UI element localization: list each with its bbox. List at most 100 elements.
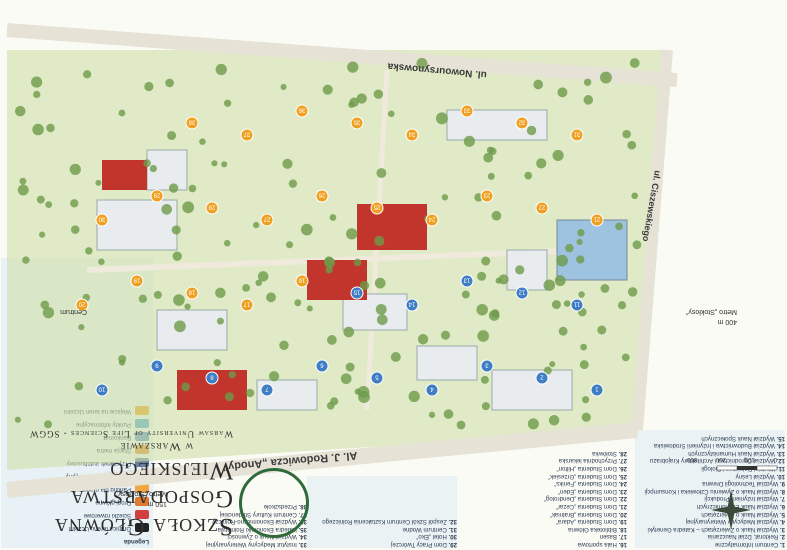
tree — [255, 279, 262, 287]
tree — [557, 87, 568, 98]
building-marker[interactable]: 3 — [480, 359, 494, 373]
tree — [490, 309, 500, 318]
building-marker[interactable]: 26 — [315, 189, 329, 203]
building-marker-number: 32 — [518, 119, 525, 125]
building-marker[interactable]: 24 — [425, 213, 439, 227]
tree — [376, 168, 387, 178]
tree — [306, 305, 313, 312]
building-marker-number: 14 — [408, 301, 415, 307]
tree — [171, 225, 181, 235]
building-marker[interactable]: 2 — [535, 371, 549, 385]
tree — [346, 228, 358, 240]
tree — [143, 159, 151, 167]
building-marker-number: 35 — [353, 119, 360, 125]
building-marker[interactable]: 12 — [515, 286, 529, 300]
building-marker-number: 10 — [98, 386, 105, 392]
building-marker[interactable]: 14 — [405, 298, 419, 312]
building-marker[interactable]: 37 — [240, 128, 254, 142]
building-marker-number: 23 — [483, 192, 490, 198]
building-marker[interactable]: 36 — [295, 104, 309, 118]
tree — [435, 112, 448, 125]
building-marker[interactable]: 32 — [515, 116, 529, 130]
building-marker[interactable]: 25 — [370, 201, 384, 215]
tree — [348, 101, 355, 109]
scale-tick-label: 300 — [687, 456, 698, 462]
building-marker[interactable]: 9 — [150, 359, 164, 373]
tree — [491, 210, 502, 221]
tree — [374, 235, 385, 246]
tree — [476, 303, 488, 316]
tree — [42, 307, 55, 319]
tree — [33, 90, 41, 99]
building-marker[interactable]: 28 — [205, 201, 219, 215]
building-marker[interactable]: 15 — [350, 286, 364, 300]
building — [491, 369, 573, 411]
tree — [173, 294, 185, 306]
building-marker-number: 3 — [485, 362, 489, 368]
tree — [481, 256, 491, 266]
tree — [632, 240, 642, 250]
tree — [600, 71, 612, 84]
tree — [223, 239, 231, 247]
tree — [551, 300, 561, 310]
tree — [14, 105, 26, 117]
tree — [576, 255, 585, 264]
building-marker[interactable]: 7 — [260, 383, 274, 397]
building-marker[interactable]: 17 — [240, 298, 254, 312]
tree — [374, 277, 386, 289]
tree — [211, 160, 218, 167]
building-marker-number: 2 — [540, 374, 544, 380]
title-english: Warsaw University of Life Sciences - SGG… — [28, 429, 233, 439]
building-marker[interactable]: 34 — [405, 128, 419, 142]
building-marker[interactable]: 38 — [185, 116, 199, 130]
tree — [78, 324, 85, 331]
building-marker[interactable]: 27 — [260, 213, 274, 227]
building-marker[interactable]: 22 — [535, 201, 549, 215]
tree — [19, 177, 27, 185]
building-marker[interactable]: 35 — [350, 116, 364, 130]
tree — [286, 241, 294, 249]
tree — [543, 366, 552, 375]
tree — [168, 183, 179, 193]
tree — [579, 360, 589, 370]
building-marker[interactable]: 21 — [590, 213, 604, 227]
building-marker[interactable]: 16 — [295, 274, 309, 288]
tree — [356, 93, 367, 104]
tree — [82, 70, 92, 79]
tree — [144, 81, 154, 92]
exit-metro2-label: Metro „Stokłosy” — [685, 308, 737, 315]
university-title: Szkoła Główna Gospodarstwa Wiejskiego w … — [7, 426, 317, 546]
building-marker[interactable]: 6 — [315, 359, 329, 373]
building-marker[interactable]: 1 — [590, 383, 604, 397]
tree — [184, 303, 191, 310]
building-marker-number: 25 — [373, 204, 380, 210]
tree — [631, 192, 639, 200]
tree — [44, 420, 52, 429]
building-marker[interactable]: 29 — [150, 189, 164, 203]
exit-metro2-dist: 400 m — [717, 318, 737, 325]
tree — [268, 371, 280, 382]
building-marker-number: 31 — [573, 131, 580, 137]
tree — [329, 214, 337, 221]
building-marker[interactable]: 5 — [370, 371, 384, 385]
building-marker[interactable]: 8 — [205, 371, 219, 385]
building-marker[interactable]: 13 — [460, 274, 474, 288]
building-marker[interactable]: 18 — [185, 286, 199, 300]
building-marker[interactable]: 31 — [570, 128, 584, 142]
tree — [199, 138, 206, 145]
building-marker[interactable]: 11 — [570, 298, 584, 312]
tree — [14, 416, 21, 423]
building-marker[interactable]: 20 — [75, 298, 89, 312]
building-marker[interactable]: 10 — [95, 383, 109, 397]
building-marker[interactable]: 4 — [425, 383, 439, 397]
building-marker[interactable]: 19 — [130, 274, 144, 288]
tree — [548, 415, 560, 426]
tree — [536, 158, 547, 169]
tree — [288, 179, 298, 188]
tree — [552, 149, 564, 162]
tree — [615, 222, 623, 231]
building-marker[interactable]: 33 — [460, 104, 474, 118]
tree — [294, 299, 302, 307]
building-marker[interactable]: 23 — [480, 189, 494, 203]
building-marker[interactable]: 30 — [95, 213, 109, 227]
